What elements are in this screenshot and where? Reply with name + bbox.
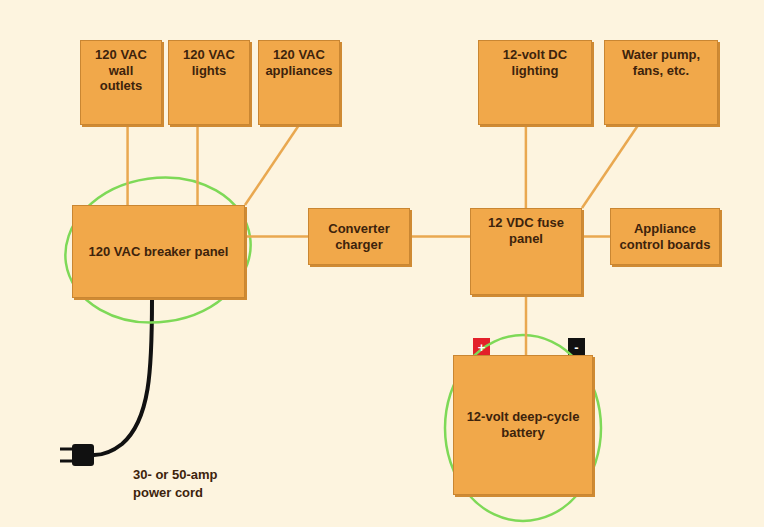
component-box: 120 VAC lights: [168, 40, 250, 125]
wire-connector: [582, 125, 638, 208]
box-label: 120 VAC wall outlets: [86, 47, 156, 94]
box-label: 120 VAC lights: [174, 47, 244, 78]
component-box: 120 VAC wall outlets: [80, 40, 162, 125]
wire-connector: [245, 235, 308, 238]
plug-prong: [60, 460, 72, 463]
wire-connector: [410, 235, 470, 238]
box-label: 12 VDC fuse panel: [476, 215, 576, 246]
wire-connector: [245, 125, 299, 205]
wire-connector: [525, 125, 528, 208]
box-label: 12-volt DC lighting: [484, 47, 586, 78]
plug-body: [72, 444, 94, 466]
component-box: 120 VAC appliances: [258, 40, 340, 125]
component-box: 120 VAC breaker panel: [72, 205, 245, 298]
wire-connector: [525, 295, 528, 355]
box-label: 12-volt deep-cycle battery: [459, 409, 587, 440]
component-box: Water pump, fans, etc.: [604, 40, 718, 125]
cord-label: 30- or 50-amp power cord: [133, 466, 258, 501]
terminal-sign: +: [473, 338, 490, 357]
highlight-circle: [445, 335, 601, 521]
component-box: Appliance control boards: [610, 208, 720, 265]
highlight-circle: [56, 166, 260, 334]
box-label: Converter charger: [314, 221, 404, 252]
box-label: Appliance control boards: [616, 221, 714, 252]
box-label: Water pump, fans, etc.: [610, 47, 712, 78]
box-label: 120 VAC breaker panel: [78, 244, 239, 260]
wire-connector: [196, 125, 199, 205]
component-box: Converter charger: [308, 208, 410, 265]
terminal-sign: -: [568, 338, 585, 357]
box-label: 120 VAC appliances: [264, 47, 334, 78]
component-box: 12-volt DC lighting: [478, 40, 592, 125]
wire-connector: [126, 125, 129, 205]
plug-prong: [60, 448, 72, 451]
wire-connector: [582, 235, 610, 238]
component-box: 12-volt deep-cycle battery: [453, 355, 593, 495]
component-box: 12 VDC fuse panel: [470, 208, 582, 295]
